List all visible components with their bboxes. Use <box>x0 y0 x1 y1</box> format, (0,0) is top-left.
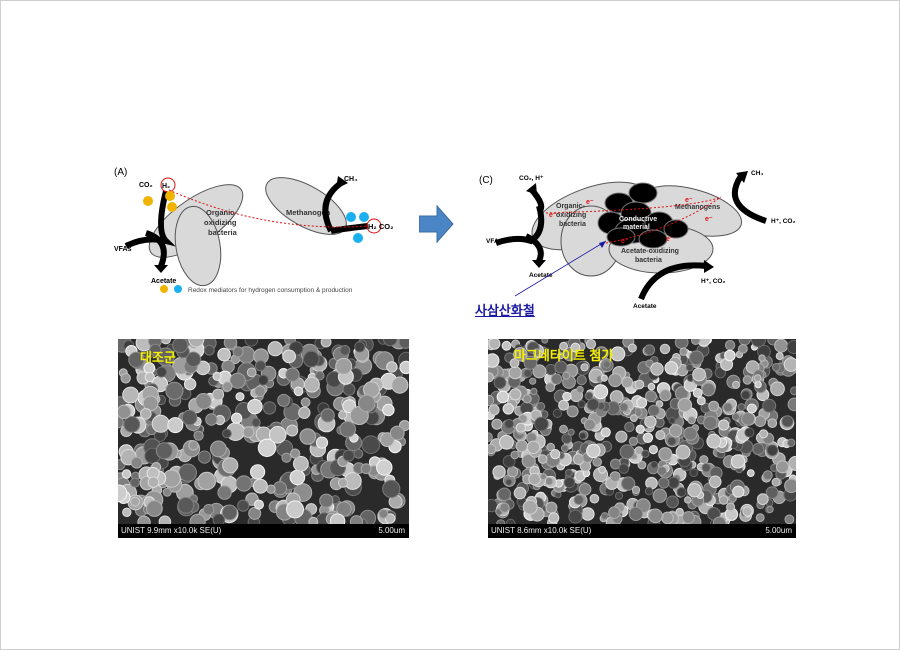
transition-arrow-icon <box>419 204 454 244</box>
flow-arrow <box>124 190 176 249</box>
h2-co2-label: H₂ CO₂ <box>368 222 393 231</box>
sem-label: 마그네타이트 첨가 <box>514 348 614 363</box>
svg-text:CO₂, H⁺: CO₂, H⁺ <box>519 175 544 182</box>
svg-text:Acetate: Acetate <box>151 278 176 285</box>
svg-text:material: material <box>623 224 650 231</box>
svg-text:H⁺, CO₂: H⁺, CO₂ <box>771 218 795 225</box>
sem-label: 대조군 <box>140 350 176 365</box>
svg-text:Acetate: Acetate <box>529 272 553 279</box>
svg-text:Organic-: Organic- <box>206 208 237 217</box>
legend-text: Redox mediators for hydrogen consumption… <box>188 287 353 294</box>
svg-text:VFAs: VFAs <box>486 238 503 245</box>
sem-info-bar: UNIST 8.6mm x10.0k SE(U)5.00um <box>488 524 796 538</box>
svg-text:Conductive: Conductive <box>619 216 657 223</box>
sem-info-bar: UNIST 9.9mm x10.0k SE(U)5.00um <box>118 524 409 538</box>
conductive-particles <box>597 182 689 249</box>
svg-text:CO₂: CO₂ <box>139 182 153 189</box>
svg-text:e⁻: e⁻ <box>705 216 713 223</box>
svg-text:e⁻: e⁻ <box>621 238 629 245</box>
svg-text:CH₄: CH₄ <box>344 176 357 183</box>
svg-text:Acetate-oxidizing: Acetate-oxidizing <box>621 248 679 255</box>
svg-text:e⁻: e⁻ <box>586 199 594 206</box>
diagram-panel-c: (C) Conductive material Organic- oxidizi… <box>479 170 795 310</box>
svg-text:Acetate: Acetate <box>633 303 657 310</box>
svg-text:e⁻: e⁻ <box>666 236 674 243</box>
svg-text:CH₄: CH₄ <box>751 170 764 177</box>
svg-text:Methanogens: Methanogens <box>675 204 720 211</box>
magnetite-annotation: 사삼산화철 <box>475 303 535 318</box>
svg-text:bacteria: bacteria <box>635 257 662 264</box>
bacteria-cell <box>174 205 222 287</box>
sem-image-control: 대조군 UNIST 9.9mm x10.0k SE(U)5.00um <box>118 339 409 538</box>
svg-text:Organic-: Organic- <box>556 203 585 210</box>
svg-text:bacteria: bacteria <box>559 221 586 228</box>
svg-text:H₂: H₂ <box>162 183 170 190</box>
svg-text:oxidizing: oxidizing <box>556 212 586 219</box>
svg-text:oxidizing: oxidizing <box>204 218 237 227</box>
sem-image-magnetite: 마그네타이트 첨가 UNIST 8.6mm x10.0k SE(U)5.00um <box>488 339 796 538</box>
hydrogen-transfer-line <box>168 189 369 228</box>
diagram-panel-a: (A) Organic- oxidizing bacteria Methanog… <box>114 167 393 294</box>
svg-text:e⁻: e⁻ <box>685 197 693 204</box>
svg-text:e⁻: e⁻ <box>549 212 557 219</box>
svg-text:VFAs: VFAs <box>114 246 132 253</box>
panel-a-label: (A) <box>114 167 127 178</box>
svg-text:H⁺, CO₂: H⁺, CO₂ <box>701 278 725 285</box>
panel-c-label: (C) <box>479 175 493 186</box>
svg-text:bacteria: bacteria <box>208 228 238 237</box>
svg-text:Methanogen: Methanogen <box>286 208 331 217</box>
